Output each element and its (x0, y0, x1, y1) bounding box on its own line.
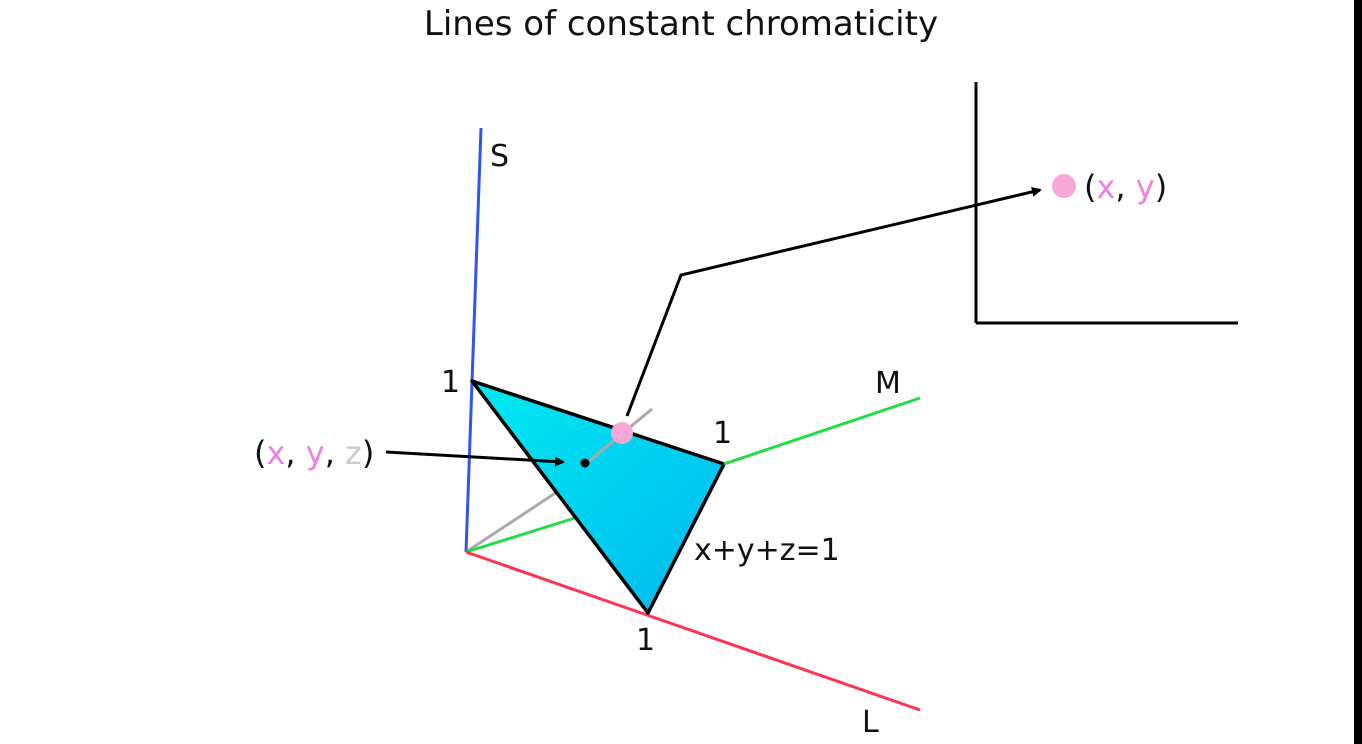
diagram-title: Lines of constant chromaticity (423, 4, 939, 44)
point-3d-x: x (266, 434, 285, 472)
point-3d-y: y (306, 434, 325, 472)
point-2d-open: ( (1084, 168, 1096, 206)
m-axis-label: M (875, 366, 901, 401)
point-3d-sep1: , (285, 434, 305, 472)
point-2d-label: (x, y) (1084, 168, 1167, 206)
l-axis-label: L (862, 705, 879, 740)
point-2d-y: y (1136, 168, 1155, 206)
point-3d-label: (x, y, z) (254, 434, 374, 472)
intersection-marker (611, 422, 633, 444)
point-3d-dot (580, 458, 590, 468)
plane-equation: x+y+z=1 (694, 533, 840, 568)
s-axis (464, 127, 483, 553)
l-axis (465, 550, 921, 712)
point-2d-close: ) (1155, 168, 1167, 206)
m-unit-tick: 1 (713, 416, 732, 451)
point-2d-sep: , (1115, 168, 1135, 206)
point-2d-x: x (1096, 168, 1115, 206)
m-axis-inner (465, 516, 576, 554)
plot2d-point (1052, 174, 1076, 198)
l-unit-tick: 1 (636, 623, 655, 658)
s-axis-label: S (490, 139, 509, 174)
point-3d-z: z (345, 434, 362, 472)
arrow-to-point (385, 450, 565, 467)
projection-arrow (625, 186, 1042, 417)
point-3d-close: ) (362, 434, 374, 472)
m-axis-outer (723, 396, 921, 466)
unit-plane-triangle (470, 379, 726, 615)
projection-line-lower (465, 488, 561, 554)
point-3d-sep2: , (325, 434, 345, 472)
right-frame-edge (1354, 0, 1362, 744)
s-unit-tick: 1 (441, 365, 460, 400)
point-3d-open: ( (254, 434, 266, 472)
